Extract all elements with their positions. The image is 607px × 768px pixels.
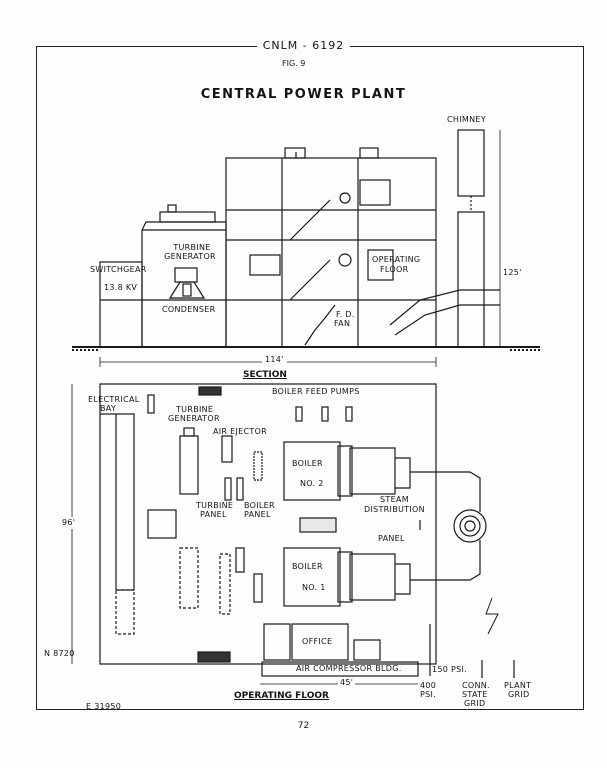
floor-label: FLOOR (380, 265, 409, 274)
plan-turbine-label: TURBINE (176, 405, 214, 414)
chimney-label: CHIMNEY (447, 115, 486, 124)
psi-400-unit: PSI. (420, 690, 437, 699)
psi-400-label: 400 (420, 681, 437, 690)
office-label: OFFICE (302, 637, 333, 646)
boiler-panel-label-1: BOILER (244, 501, 275, 510)
turbine-panel-label-2: PANEL (200, 510, 227, 519)
electrical-label: ELECTRICAL (88, 395, 140, 404)
condenser-label: CONDENSER (162, 305, 216, 314)
plan-generator-label: GENERATOR (168, 414, 220, 423)
switchgear-kv-label: 13.8 KV (104, 283, 138, 292)
page-number: 72 (0, 721, 607, 731)
plan-caption: OPERATING FLOOR (234, 691, 329, 701)
state-label: STATE (462, 690, 488, 699)
section-generator-label: GENERATOR (164, 252, 216, 261)
document-number: CNLM - 6192 (0, 39, 607, 52)
air-compressor-label: AIR COMPRESSOR BLDG. (296, 664, 402, 673)
section-width-dimension: 114' (262, 356, 287, 364)
distribution-label: DISTRIBUTION (364, 505, 425, 514)
boiler-2-label: BOILER (292, 459, 323, 468)
turbine-panel-label-1: TURBINE (196, 501, 234, 510)
north-coordinate: N 8720 (44, 649, 75, 658)
boiler-2-number: NO. 2 (300, 479, 324, 488)
fd-label: F. D. (336, 310, 355, 319)
plant-label: PLANT (504, 681, 532, 690)
boiler-panel-label-2: PANEL (244, 510, 271, 519)
drawing-title: CENTRAL POWER PLANT (200, 87, 407, 102)
section-caption: SECTION (243, 370, 287, 380)
panel-label: PANEL (378, 534, 405, 543)
plan-width-dimension: 45' (338, 678, 356, 687)
bay-label: BAY (100, 404, 117, 413)
fan-label: FAN (334, 319, 351, 328)
depth-dimension: 96' (62, 517, 76, 529)
section-turbine-label: TURBINE (173, 243, 211, 252)
height-dimension: 125' (503, 268, 522, 277)
psi-150-label: 150 PSI. (432, 665, 468, 674)
figure-number: FIG. 9 (282, 59, 306, 68)
east-coordinate: E 31950 (86, 702, 122, 711)
steam-label: STEAM (380, 495, 409, 504)
grid-label: GRID (464, 699, 486, 708)
plant-grid-label: GRID (508, 690, 530, 699)
boiler-1-number: NO. 1 (302, 583, 326, 592)
operating-label: OPERATING (372, 255, 421, 264)
conn-label: CONN. (462, 681, 490, 690)
air-ejector-label: AIR EJECTOR (213, 427, 268, 436)
boiler-feed-pumps-label: BOILER FEED PUMPS (272, 387, 360, 396)
boiler-1-label: BOILER (292, 562, 323, 571)
switchgear-label: SWITCHGEAR (90, 265, 147, 274)
